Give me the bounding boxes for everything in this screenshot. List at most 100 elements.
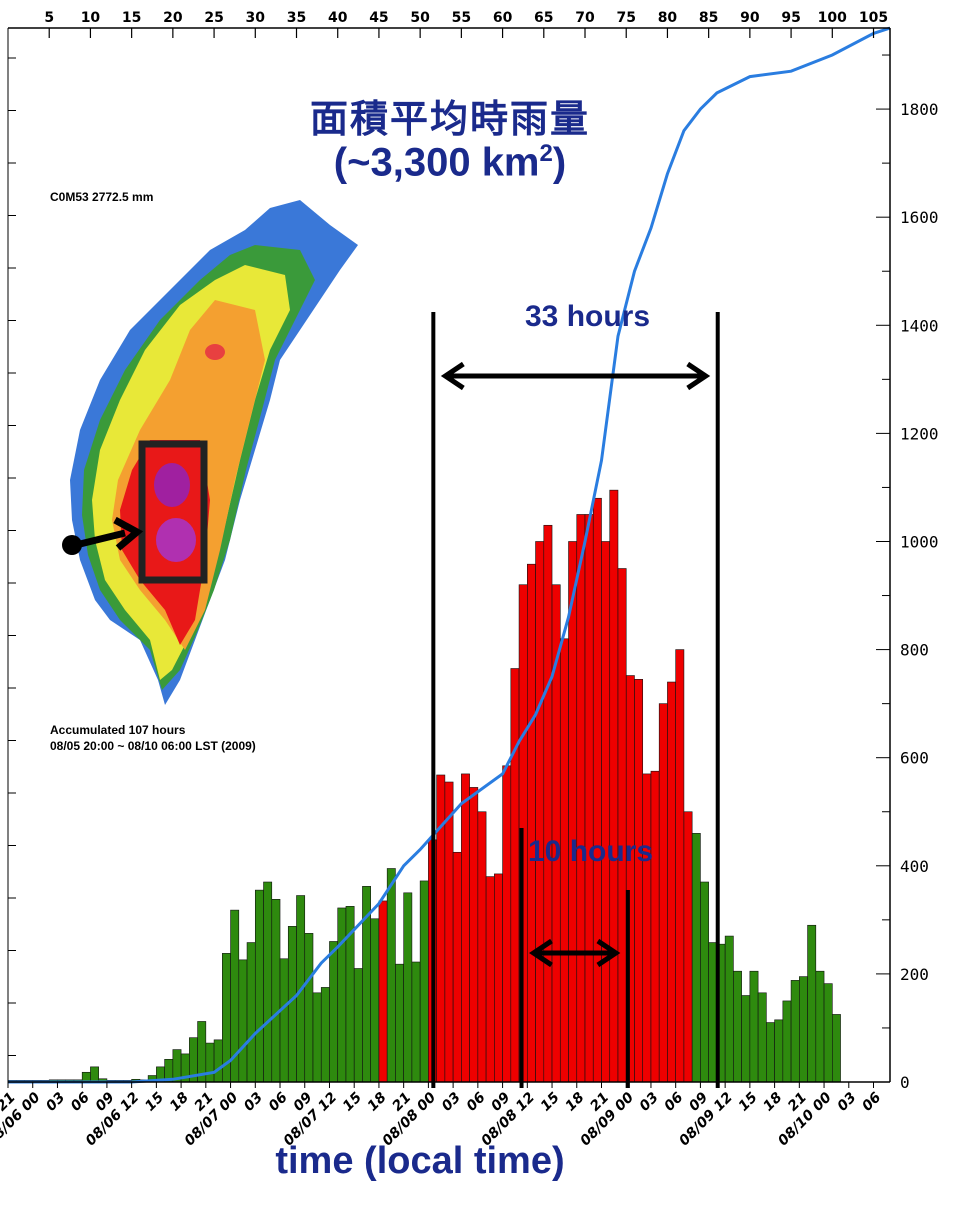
hourly-bar [90, 1066, 99, 1083]
top-tick-label: 15 [122, 10, 141, 26]
bottom-tick-label: 03 [835, 1090, 860, 1115]
hourly-bar [675, 649, 685, 1083]
span-long-label: 33 hours [525, 300, 651, 333]
hourly-bar [353, 968, 363, 1083]
hourly-bar [436, 774, 446, 1083]
hourly-bar [617, 568, 627, 1083]
top-tick-label: 40 [328, 10, 348, 26]
hourly-bar [527, 563, 536, 1083]
hourly-bar [724, 935, 734, 1083]
x-axis-label: time (local time) [275, 1140, 565, 1182]
top-tick-label: 105 [859, 10, 888, 26]
hourly-bar [502, 765, 512, 1083]
map-peak-purple-1 [154, 463, 190, 507]
hourly-bar [543, 524, 553, 1083]
top-tick-label: 75 [616, 10, 635, 26]
hourly-bar [831, 1014, 841, 1083]
hourly-bar [584, 514, 594, 1083]
hourly-bar [658, 703, 668, 1083]
top-tick-label: 5 [44, 10, 54, 26]
time-span-markers [431, 312, 720, 1088]
hourly-bar [469, 787, 479, 1083]
hourly-bar [485, 876, 495, 1083]
top-tick-label: 50 [410, 10, 430, 26]
top-tick-label: 20 [163, 10, 183, 26]
right-tick-label: 0 [900, 1073, 910, 1092]
bottom-tick-label: 18 [365, 1089, 390, 1114]
right-tick-label: 800 [900, 641, 929, 660]
right-tick-label: 400 [900, 857, 929, 876]
top-tick-label: 70 [575, 10, 595, 26]
hourly-bar [609, 489, 619, 1083]
right-tick-label: 1200 [900, 424, 939, 443]
hourly-bar [815, 970, 825, 1083]
bottom-tick-label: 03 [43, 1090, 68, 1115]
hourly-bar [287, 926, 297, 1083]
hourly-bar [691, 833, 701, 1083]
hourly-bar [304, 933, 314, 1083]
hourly-bar [535, 541, 545, 1083]
hourly-bar [461, 773, 470, 1083]
span-short-arrow-left-head [529, 938, 553, 968]
bottom-tick-label: 18 [563, 1089, 588, 1114]
area-subtitle-text: (~3,300 km [333, 140, 540, 185]
location-arrow [79, 529, 126, 548]
bottom-tick-label: 15 [142, 1089, 167, 1114]
hourly-bar [601, 541, 611, 1083]
hourly-bar [650, 770, 660, 1083]
map-caption-line2: 08/05 20:00 ~ 08/10 06:00 LST (2009) [50, 739, 256, 753]
top-tick-label: 60 [493, 10, 513, 26]
map-header: C0M53 2772.5 mm [50, 190, 154, 204]
hourly-bar [386, 868, 396, 1083]
bottom-tick-label: 06 [661, 1089, 686, 1114]
top-tick-label: 35 [287, 10, 306, 26]
bottom-tick-label: 03 [439, 1090, 464, 1115]
area-subtitle: (~3,300 km2) [250, 140, 650, 185]
hourly-bar [592, 497, 602, 1083]
hourly-bar [634, 679, 644, 1083]
hourly-bar [823, 983, 833, 1083]
top-tick-label: 65 [534, 10, 553, 26]
bottom-tick-label: 15 [538, 1089, 563, 1114]
hourly-bar [766, 1022, 775, 1083]
map-caption-line1: Accumulated 107 hours [50, 723, 186, 737]
hourly-bar [782, 1000, 792, 1083]
span-long-arrow-right-head [686, 361, 711, 391]
hourly-bar [263, 881, 273, 1083]
hourly-bar [642, 773, 652, 1083]
hourly-bar [337, 907, 347, 1083]
hourly-bar [320, 987, 330, 1083]
top-tick-label: 25 [204, 10, 223, 26]
hourly-bar [246, 942, 256, 1083]
hourly-bar [312, 992, 322, 1083]
hourly-bar [403, 892, 413, 1083]
target-area-box [138, 440, 208, 584]
hourly-bar [395, 963, 404, 1083]
bottom-tick-label: 15 [736, 1089, 761, 1114]
area-subtitle-sup: 2 [539, 140, 553, 167]
top-tick-label: 80 [658, 10, 678, 26]
map-peak-red-north [205, 344, 225, 360]
hourly-bar [667, 681, 676, 1083]
hourly-bar [213, 1039, 223, 1083]
map-peak-purple-2 [156, 518, 196, 562]
hourly-bar [741, 995, 751, 1083]
span-short-arrow-right-head [596, 938, 621, 968]
bottom-tick-label: 15 [340, 1089, 365, 1114]
hourly-bar [708, 942, 718, 1083]
hourly-bar [279, 958, 289, 1083]
top-tick-label: 95 [781, 10, 800, 26]
bottom-tick-label: 06 [859, 1089, 884, 1114]
hourly-bar [205, 1042, 215, 1083]
right-tick-label: 1400 [900, 316, 939, 335]
chart-title: 面積平均時雨量 [309, 96, 590, 141]
right-tick-label: 600 [900, 749, 929, 768]
hourly-bar [700, 881, 709, 1083]
span-long-arrow-left-head [440, 361, 465, 391]
cumulative-rainfall-line [8, 26, 891, 1084]
bottom-tick-label: 18 [167, 1089, 192, 1114]
hourly-bar [757, 992, 767, 1083]
location-arrowhead [113, 516, 144, 551]
hourly-bar [452, 851, 462, 1083]
hourly-bar [238, 959, 248, 1083]
